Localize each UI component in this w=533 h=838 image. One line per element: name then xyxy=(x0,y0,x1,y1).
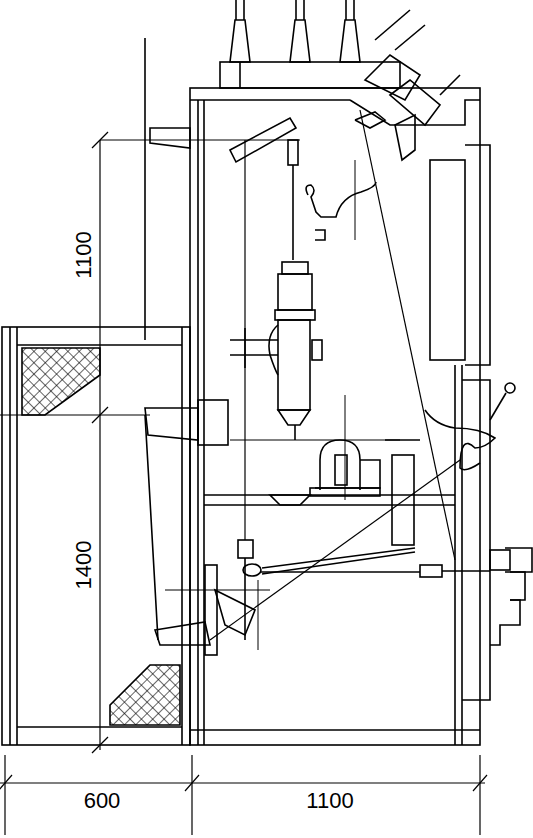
dimension-lines xyxy=(0,132,487,835)
dimension-label: 1100 xyxy=(73,229,95,280)
bushing-flange xyxy=(198,400,228,445)
cable-compartment xyxy=(2,327,190,745)
dimension-label: 1400 xyxy=(73,539,95,592)
circuit-breaker xyxy=(230,262,400,500)
moving-contact xyxy=(204,440,455,545)
lower-mechanism xyxy=(155,460,490,655)
cable xyxy=(145,415,158,640)
dimension-label: 1100 xyxy=(304,790,355,812)
middle-bushing xyxy=(145,408,198,440)
wall-line xyxy=(144,38,146,340)
upper-bushing xyxy=(100,110,495,560)
cabinet xyxy=(190,88,532,745)
dimension-label: 600 xyxy=(82,790,123,812)
